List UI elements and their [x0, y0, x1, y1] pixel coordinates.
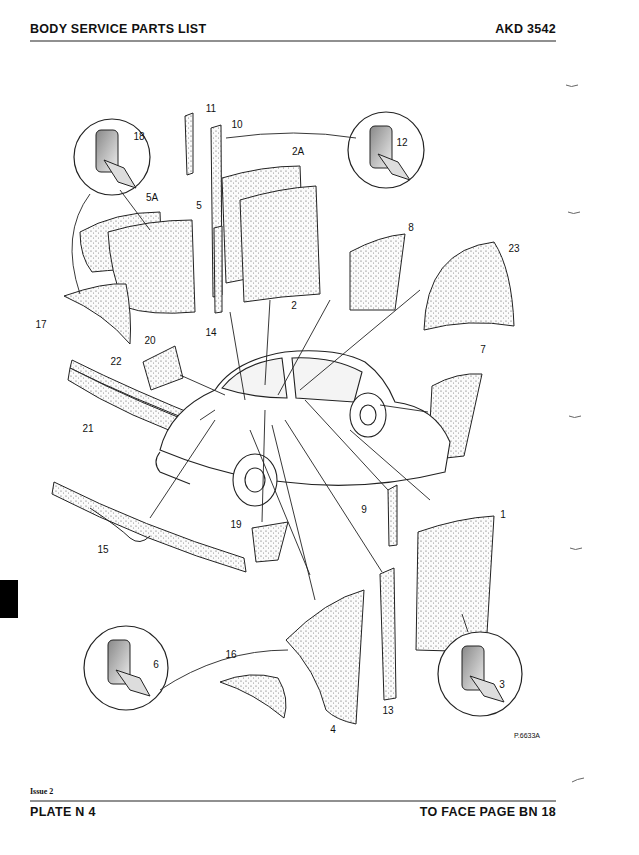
- clip-drawings: [96, 126, 504, 702]
- callout-number: 21: [82, 424, 93, 434]
- callout-number: 19: [230, 520, 241, 530]
- plate-number: PLATE N 4: [30, 806, 96, 819]
- callout-number: 5: [196, 201, 202, 211]
- page-tab: [0, 580, 18, 618]
- callout-number: 14: [205, 328, 216, 338]
- callout-number: 13: [382, 706, 393, 716]
- callout-number: 6: [153, 660, 159, 670]
- clip-details: [74, 112, 522, 716]
- callout-number: 22: [110, 357, 121, 367]
- issue-note: Issue 2: [30, 788, 53, 796]
- callout-number: 12: [396, 138, 407, 148]
- callout-number: 4: [330, 725, 336, 735]
- car-outline: [156, 351, 450, 506]
- callout-number: 7: [480, 345, 486, 355]
- callout-number: 8: [408, 223, 414, 233]
- margin-marks: [566, 85, 584, 782]
- callout-number: 23: [508, 244, 519, 254]
- page-reference: TO FACE PAGE BN 18: [420, 806, 556, 819]
- callout-number: 20: [144, 336, 155, 346]
- callout-number: 2A: [292, 147, 304, 157]
- callout-number: 9: [361, 505, 367, 515]
- callout-number: 15: [97, 545, 108, 555]
- parts: [52, 113, 514, 724]
- callout-number: 1: [500, 510, 506, 520]
- callout-number: 18: [133, 132, 144, 142]
- drawing-reference: P.6633A: [514, 732, 540, 739]
- footer-rule: [30, 800, 556, 801]
- leader-lines: [72, 133, 468, 690]
- callout-number: 11: [206, 104, 216, 114]
- page-title: BODY SERVICE PARTS LIST: [30, 23, 206, 36]
- header-rule: [30, 40, 556, 41]
- callout-number: 2: [291, 301, 297, 311]
- catalogue-number: AKD 3542: [495, 23, 556, 36]
- callout-number: 16: [225, 650, 236, 660]
- callout-number: 3: [499, 680, 505, 690]
- callout-number: 10: [231, 120, 242, 130]
- callout-number: 5A: [146, 193, 158, 203]
- callout-number: 17: [35, 320, 46, 330]
